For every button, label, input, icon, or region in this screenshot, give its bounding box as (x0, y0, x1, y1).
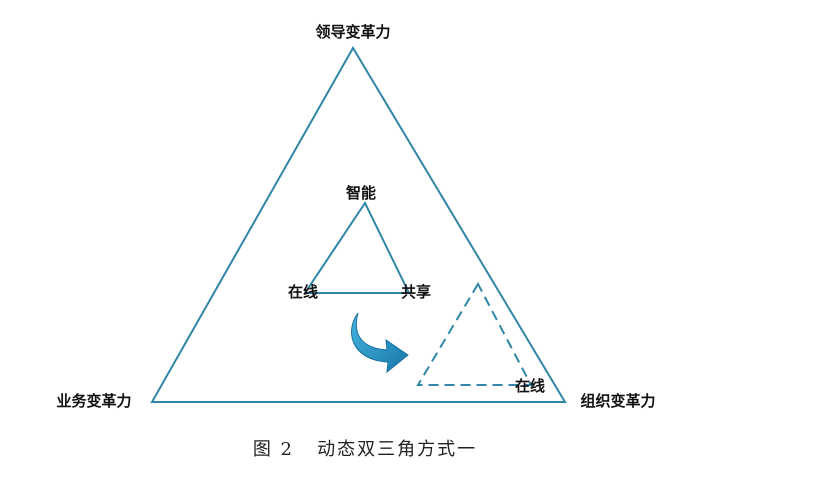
inner-right-label: 共享 (401, 283, 431, 301)
inner-top-label: 智能 (346, 184, 376, 202)
figure-caption: 图 2 动态双三角方式一 (253, 439, 477, 460)
outer-triangle (150, 46, 567, 403)
outer-top-label: 领导变革力 (314, 23, 390, 41)
curved-arrow-icon (351, 312, 409, 374)
dashed-triangle-label: 在线 (515, 377, 545, 395)
inner-left-label: 在线 (288, 283, 318, 301)
inner-triangle (303, 200, 411, 294)
outer-right-label: 组织变革力 (580, 392, 655, 410)
dashed-triangle (416, 281, 533, 386)
outer-left-label: 业务变革力 (56, 392, 131, 410)
